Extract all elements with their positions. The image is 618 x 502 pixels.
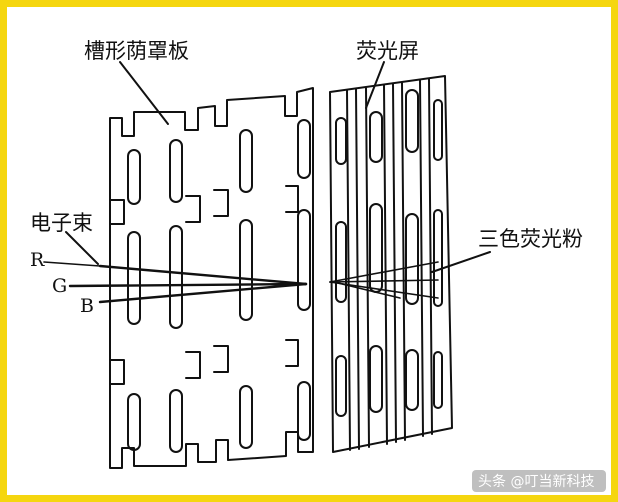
phosphor-screen-panel [329, 75, 453, 453]
slot-mask-plate [109, 87, 314, 469]
watermark-text: 头条 @叮当新科技 [478, 473, 594, 490]
phosphor-screen-leader [365, 61, 385, 109]
watermark: 头条 @叮当新科技 [472, 470, 606, 492]
slot-mask-leader [119, 61, 169, 125]
phosphor-screen-label: 荧光屏 [356, 39, 419, 63]
beam-r-label: R [30, 249, 45, 271]
electron-beams [43, 261, 439, 304]
beam-b-label: B [80, 295, 94, 317]
beam-g-label: G [52, 275, 67, 297]
electron-beam-label: 电子束 [30, 211, 93, 235]
tricolor-phosphor-leader [431, 251, 491, 273]
electron-beam-leader [65, 231, 99, 265]
tricolor-phosphor-label: 三色荧光粉 [478, 227, 583, 251]
slot-mask-label: 槽形荫罩板 [84, 39, 189, 63]
